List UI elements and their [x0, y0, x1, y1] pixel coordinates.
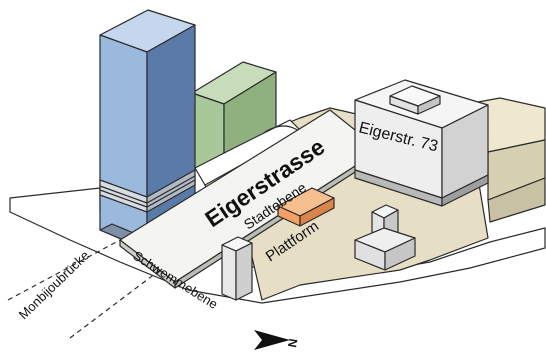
label-monbijoubruecke: Monbijoubrücke: [16, 248, 92, 323]
arrow-icon: [254, 330, 290, 350]
roof-box-side: [417, 95, 441, 115]
tower-band-line-2: [99, 189, 148, 208]
monbijou-dashed-line-1: [7, 239, 121, 301]
tower-band-line-4: [146, 179, 196, 208]
rear-block-side: [487, 177, 546, 223]
platform-block-side: [299, 197, 335, 227]
pillar-side: [235, 242, 253, 301]
north-arrow: [254, 330, 290, 350]
label-north: N: [285, 338, 300, 349]
monbijou-dashed-line-2: [69, 269, 161, 339]
stepped-base-side: [384, 237, 416, 271]
tower-band-line-3: [146, 175, 196, 204]
pillar-front: [221, 244, 237, 301]
eigerstr73-band-side: [441, 174, 489, 207]
blue-tower-front: [99, 34, 148, 251]
tower-band-line-1: [99, 185, 148, 204]
